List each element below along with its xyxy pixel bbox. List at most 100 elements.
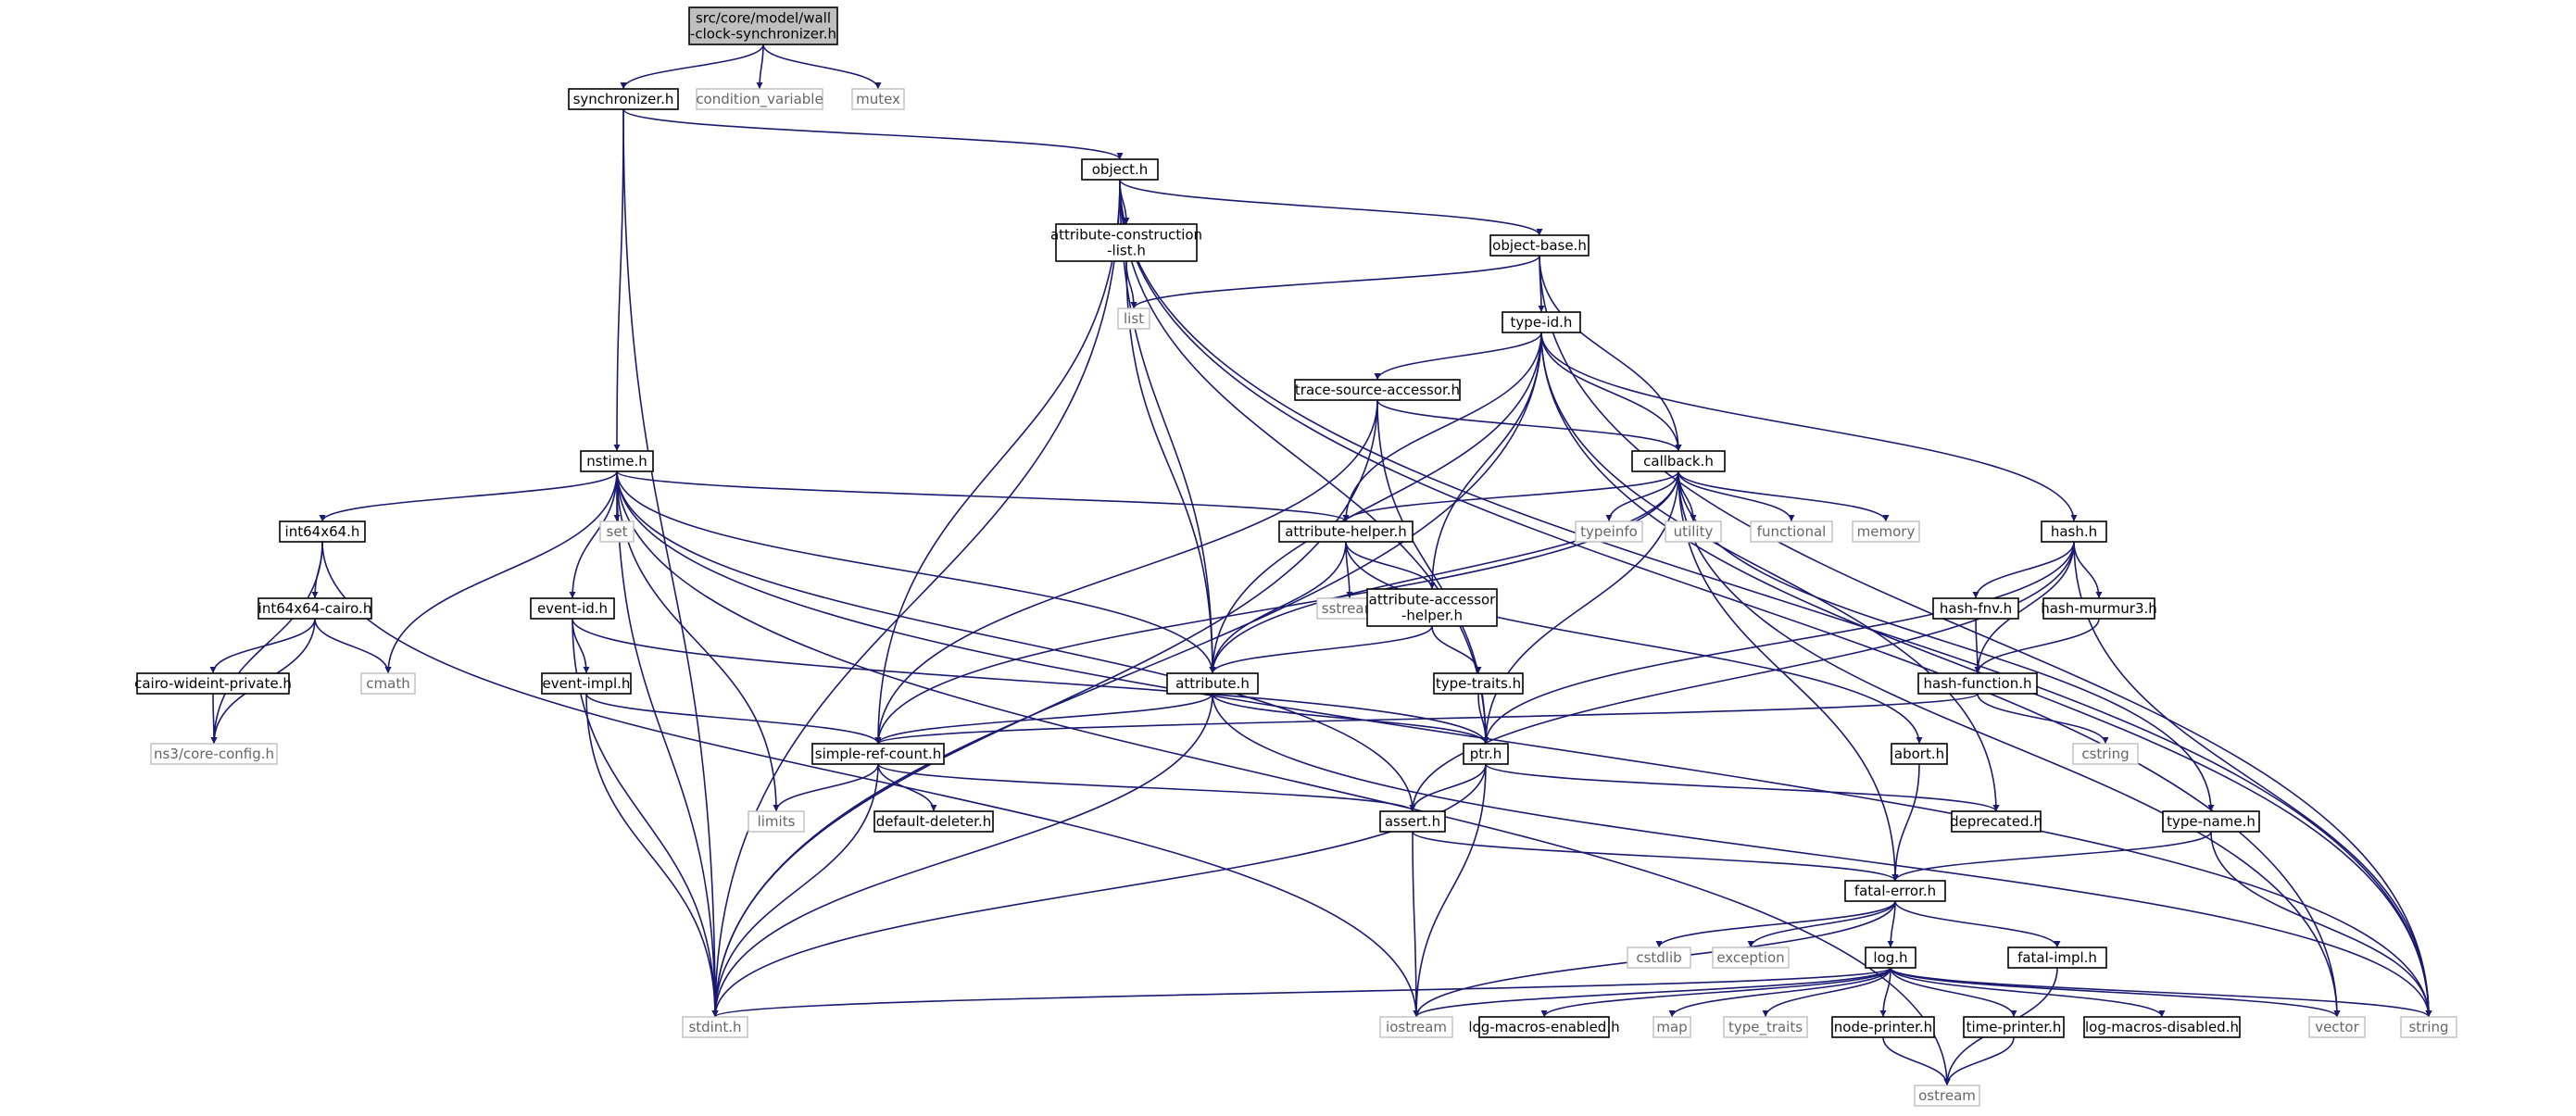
node-fatalimpl[interactable]: fatal-impl.h [2007,947,2107,969]
node-hashfunc[interactable]: hash-function.h [1917,672,2038,695]
edge-object-to-ptr [1119,179,1489,745]
edge-typename-to-string [2210,831,2432,1018]
node-box [1750,520,1833,543]
node-aah[interactable]: attribute-accessor-helper.h [1366,588,1498,627]
node-exception: exception [1712,947,1790,969]
node-ptr[interactable]: ptr.h [1463,743,1509,765]
edge-object-to-vector [1119,179,2341,1018]
node-box [279,520,366,543]
node-assert[interactable]: assert.h [1379,810,1446,833]
node-cairowide[interactable]: cairo-wideint-private.h [134,672,292,695]
node-box [1055,223,1198,262]
edge-log-to-iostream [1413,967,1891,1018]
node-box [258,597,372,620]
node-int64[interactable]: int64x64.h [279,520,366,543]
node-coreconfig: ns3/core-config.h [150,743,278,765]
edge-aah-to-attribute [1209,625,1433,674]
node-attribute[interactable]: attribute.h [1166,672,1259,695]
node-label: event-impl.h [543,675,631,692]
node-typetraits[interactable]: type-traits.h [1433,672,1524,695]
edge-ptr-to-deprecated [1485,763,2000,812]
node-synchronizer[interactable]: synchronizer.h [568,88,679,110]
node-fatalerror[interactable]: fatal-error.h [1844,880,1946,902]
node-label: mutex [856,91,900,107]
node-label: limits [758,813,796,830]
node-eventid[interactable]: event-id.h [530,597,615,620]
edge-attrhelper-to-abort [1345,541,1923,745]
edge-simpleref-to-stdint [711,763,879,1018]
node-box [530,597,615,620]
edge-object-to-attribute [1119,179,1216,674]
node-attrcons[interactable]: attribute-construction-list.h [1050,223,1202,262]
edge-typeid-to-tsa [1374,332,1542,381]
edge-log-to-nodeprinter [1879,967,1891,1018]
edge-log-to-logenabled [1540,967,1891,1018]
node-typeid[interactable]: type-id.h [1502,311,1581,333]
edge-ptr-to-assert [1409,763,1487,812]
edge-object-to-simpleref [874,179,1121,745]
node-object[interactable]: object.h [1081,158,1159,181]
node-label: typeinfo [1580,523,1638,540]
edge-root-to-synchronizer [620,44,764,90]
node-box [568,88,679,110]
node-eventimpl[interactable]: event-impl.h [541,672,632,695]
node-label: default-deleter.h [876,813,992,830]
edge-attribute-to-string [1212,693,2432,1018]
node-hashfnv[interactable]: hash-fnv.h [1932,597,2019,620]
node-objbase[interactable]: object-base.h [1489,234,1590,257]
node-deprecated[interactable]: deprecated.h [1950,810,2042,833]
node-box [1478,1016,1610,1038]
edge-tsa-to-callback [1376,399,1682,452]
node-tsa[interactable]: trace-source-accessor.h [1294,379,1461,401]
edge-typename-to-fatalerror [1891,831,2212,882]
node-box [1723,1016,1808,1038]
node-box [1844,880,1946,902]
edge-abort-to-fatalerror [1891,763,1920,882]
node-hash[interactable]: hash.h [2041,520,2107,543]
edge-hash-to-hashfunc [1974,541,2075,674]
edge-simpleref-to-limits [773,763,879,812]
node-label: ns3/core-config.h [154,746,274,762]
node-abort[interactable]: abort.h [1891,743,1948,765]
node-log[interactable]: log.h [1865,947,1916,969]
node-box [580,450,654,472]
node-label: map [1656,1019,1687,1035]
edge-typeid-to-hash [1540,332,2078,522]
node-label: trace-source-accessor.h [1295,382,1460,398]
node-logenabled[interactable]: log-macros-enabled.h [1468,1016,1620,1038]
node-iostream: iostream [1379,1016,1453,1038]
edge-attribute-to-stdint [711,693,1213,1018]
node-typename[interactable]: type-name.h [2162,810,2260,833]
edge-assert-to-fatalerror [1412,831,1899,882]
edge-eventimpl-to-simpleref [585,693,882,745]
node-label: type-traits.h [1436,675,1521,692]
node-defdeleter[interactable]: default-deleter.h [873,810,994,833]
node-int64cairo[interactable]: int64x64-cairo.h [258,597,372,620]
node-label: -list.h [1107,243,1146,259]
node-box [2400,1016,2457,1038]
edge-objbase-to-string [1539,255,2432,1018]
node-callback[interactable]: callback.h [1631,450,1726,472]
edge-typeid-to-attribute [1209,332,1542,674]
node-box [2162,810,2260,833]
edge-callback-to-attrhelper [1342,470,1679,522]
edge-nstime-to-int64 [319,470,618,522]
edge-hash-to-hashfnv [1972,541,2075,599]
node-nodeprinter[interactable]: node-printer.h [1831,1016,1935,1038]
node-logdisabled[interactable]: log-macros-disabled.h [2083,1016,2241,1038]
node-nstime[interactable]: nstime.h [580,450,654,472]
node-box [851,88,905,110]
node-box [688,6,838,45]
node-box [1852,520,1920,543]
node-simpleref[interactable]: simple-ref-count.h [811,743,945,765]
node-box [1502,311,1581,333]
node-timeprinter[interactable]: time-printer.h [1963,1016,2065,1038]
node-label: cmath [366,675,409,692]
node-attrhelper[interactable]: attribute-helper.h [1278,520,1414,543]
edge-int64-to-coreconfig [210,541,323,745]
node-hashmurmur[interactable]: hash-murmur3.h [2041,597,2157,620]
node-box [1831,1016,1935,1038]
node-label: fatal-error.h [1854,883,1936,899]
node-box [599,520,635,543]
node-root[interactable]: src/core/model/wall-clock-synchronizer.h [688,6,838,45]
